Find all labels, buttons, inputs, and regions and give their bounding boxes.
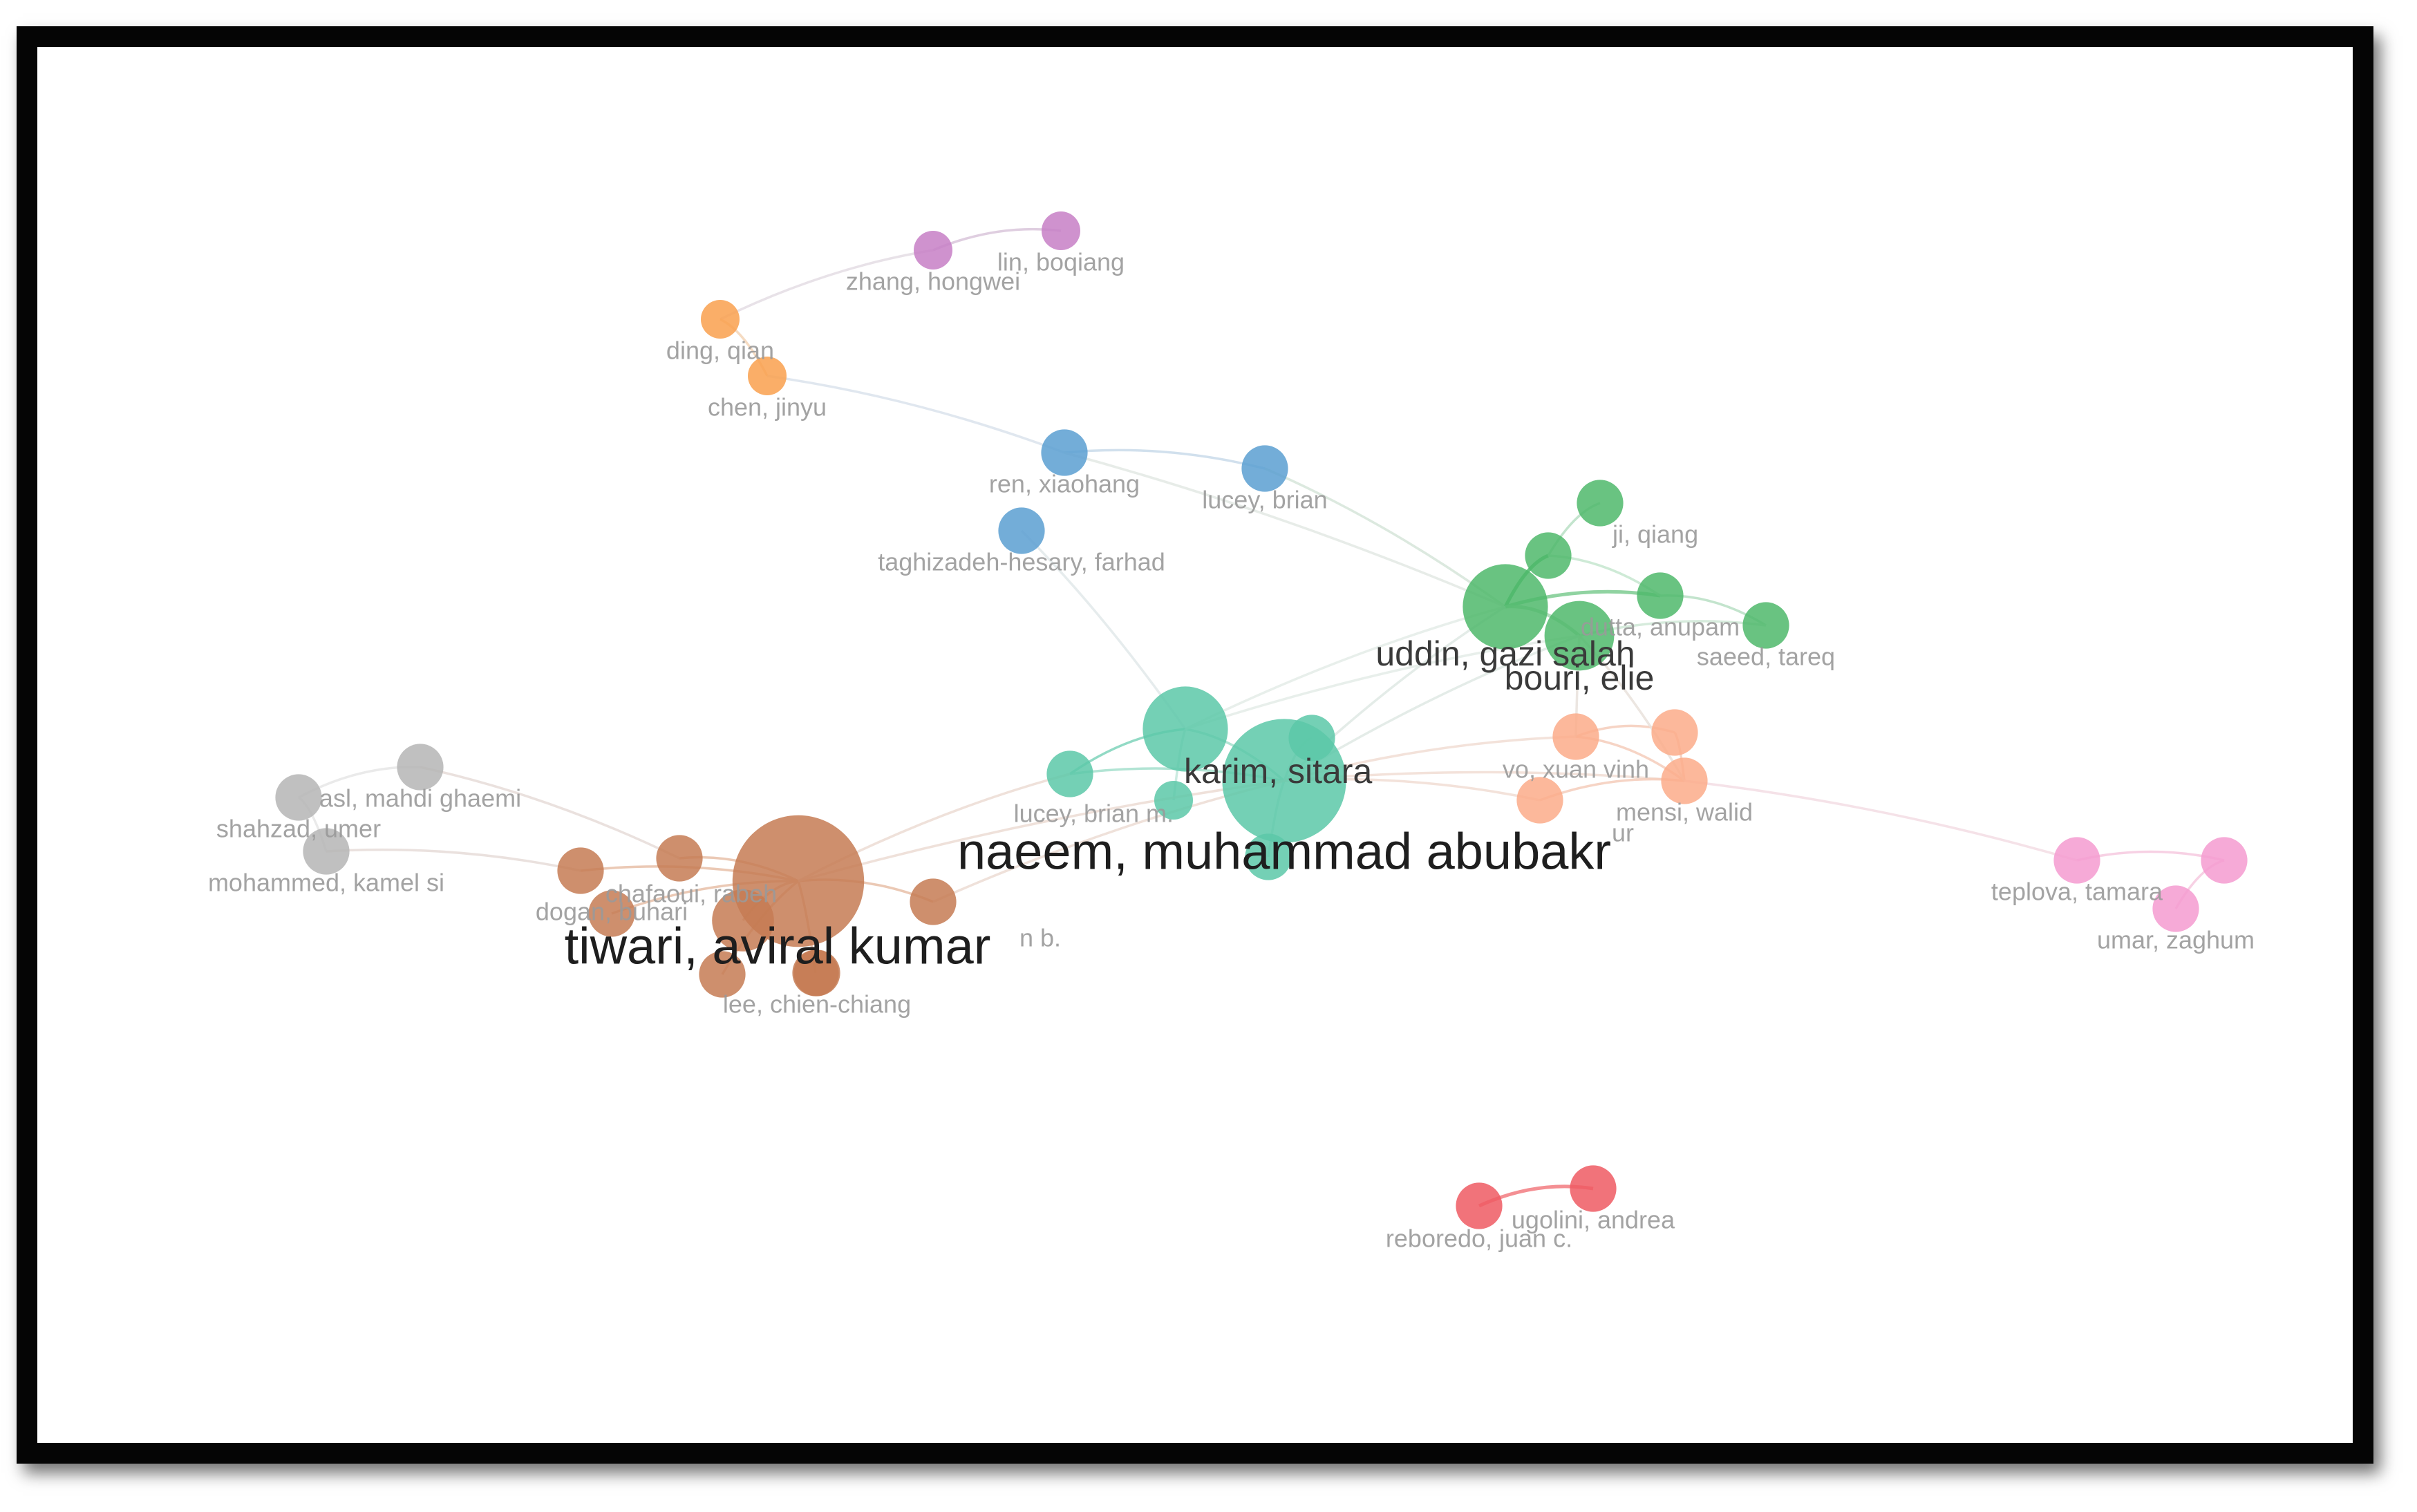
- node-salmon-node-b[interactable]: [1516, 777, 1563, 824]
- edge-ren-xiaohang-uddin-gazi-salah: [1064, 451, 1506, 608]
- node-ding-qian[interactable]: [701, 300, 740, 339]
- edge-zhang-hongwei-ding-qian: [720, 249, 934, 321]
- label-umar-zaghum: umar, zaghum: [2097, 926, 2255, 954]
- node-shahzad-umer[interactable]: [275, 774, 322, 821]
- label-shahzad-umer: shahzad, umer: [216, 815, 381, 843]
- node-ren-xiaohang[interactable]: [1041, 429, 1088, 476]
- node-karim-sitara[interactable]: [1046, 750, 1093, 797]
- node-teal-node-c[interactable]: [1245, 833, 1292, 880]
- label-vo-xuan-vinh: vo, xuan vinh: [1503, 755, 1649, 784]
- label-lin-boqiang: lin, boqiang: [997, 248, 1125, 276]
- label-saeed-tareq: saeed, tareq: [1697, 643, 1835, 671]
- node-salmon-node-a[interactable]: [1651, 709, 1698, 756]
- node-dutta-anupam[interactable]: [1637, 572, 1684, 619]
- label-chen-jinyu: chen, jinyu: [708, 393, 827, 422]
- node-lucey-brian[interactable]: [1241, 445, 1288, 492]
- label-zhang-hongwei: zhang, hongwei: [846, 267, 1020, 296]
- node-brown-node-c[interactable]: [699, 951, 746, 998]
- node-ji-qiang[interactable]: [1577, 480, 1624, 527]
- label-asl-mahdi-ghaemi: asl, mahdi ghaemi: [319, 784, 521, 813]
- edge-tiwari-aviral-kumar-naeem-muhammad-abubakr: [798, 779, 1285, 882]
- edge-brown-node-a-mohammed-kamel-si: [326, 848, 581, 872]
- node-dogan-buhari[interactable]: [588, 890, 635, 937]
- node-zhang-hongwei[interactable]: [914, 231, 952, 270]
- label-bryan-b: n b.: [1019, 924, 1061, 952]
- label-dutta-anupam: dutta, anupam: [1581, 613, 1740, 641]
- node-bhattacharjee[interactable]: [712, 889, 774, 952]
- edge-teal-node-a-uddin-gazi-salah: [1185, 605, 1506, 730]
- node-lin-boqiang[interactable]: [1042, 211, 1080, 250]
- edge-chen-jinyu-ren-xiaohang: [767, 375, 1065, 454]
- node-naeem-muhammad-abubakr[interactable]: [1222, 719, 1346, 843]
- node-brown-node-b[interactable]: [656, 835, 703, 882]
- node-taghizadeh-hesary-farhad[interactable]: [998, 507, 1045, 554]
- node-mensi-walid[interactable]: [1661, 757, 1708, 804]
- label-ji-qiang: ji, qiang: [1612, 520, 1698, 549]
- node-reboredo-juan-c[interactable]: [1456, 1182, 1503, 1229]
- edge-ren-xiaohang-lucey-brian: [1064, 448, 1266, 470]
- node-asl-mahdi-ghaemi[interactable]: [397, 744, 444, 791]
- label-salmon-node-b: ur: [1612, 819, 1634, 847]
- node-bouri-elie[interactable]: [1544, 601, 1615, 671]
- diagram-frame: [17, 26, 2373, 1464]
- label-uddin-gazi-salah: uddin, gazi salah: [1375, 634, 1635, 673]
- label-tiwari-aviral-kumar: tiwari, aviral kumar: [565, 918, 991, 975]
- node-saeed-tareq[interactable]: [1742, 602, 1789, 649]
- node-uddin-gazi-salah[interactable]: [1463, 564, 1548, 650]
- node-shahbaz-muhammad[interactable]: [910, 878, 957, 925]
- label-karim-sitara: karim, sitara: [1184, 752, 1372, 791]
- node-vo-xuan-vinh[interactable]: [1552, 713, 1599, 760]
- node-lucey-brian-m[interactable]: [1154, 781, 1193, 820]
- node-green-node-a[interactable]: [1525, 532, 1572, 579]
- node-teplova-tamara[interactable]: [2053, 837, 2100, 884]
- label-mohammed-kamel-si: mohammed, kamel si: [208, 869, 444, 897]
- node-mohammed-kamel-si[interactable]: [303, 828, 350, 875]
- edge-mensi-walid-teplova-tamara: [1684, 779, 2078, 862]
- label-ding-qian: ding, qian: [666, 337, 774, 365]
- node-brown-node-a[interactable]: [557, 847, 604, 894]
- label-lucey-brian: lucey, brian: [1202, 486, 1327, 514]
- edge-brown-node-b-asl-mahdi-ghaemi: [420, 766, 680, 860]
- label-mensi-walid: mensi, walid: [1616, 798, 1753, 826]
- node-teal-node-a[interactable]: [1142, 686, 1228, 772]
- label-teplova-tamara: teplova, tamara: [1991, 878, 2163, 906]
- label-lucey-brian-m: lucey, brian m.: [1014, 800, 1174, 828]
- label-ugolini-andrea: ugolini, andrea: [1512, 1206, 1675, 1234]
- node-pink-node-a[interactable]: [2201, 837, 2248, 884]
- node-umar-zaghum[interactable]: [2152, 885, 2199, 932]
- node-chen-jinyu[interactable]: [748, 357, 787, 395]
- label-reboredo-juan-c: reboredo, juan c.: [1386, 1225, 1572, 1253]
- label-bouri-elie: bouri, elie: [1505, 659, 1655, 697]
- node-brown-node-d[interactable]: [792, 949, 839, 996]
- label-naeem-muhammad-abubakr: naeem, muhammad abubakr: [957, 823, 1611, 880]
- node-layer: [275, 211, 2248, 1229]
- node-ugolini-andrea[interactable]: [1570, 1165, 1617, 1212]
- label-taghizadeh-hesary-farhad: taghizadeh-hesary, farhad: [878, 548, 1165, 576]
- label-hafaoui-rabeh: chafaoui, rabeh: [605, 880, 777, 908]
- label-dogan-buhari: dogan, buhari: [536, 898, 688, 926]
- label-ren-xiaohang: ren, xiaohang: [989, 470, 1140, 498]
- label-lee-chien-chiang: lee, chien-chiang: [723, 990, 911, 1019]
- edge-layer: [297, 227, 2225, 1208]
